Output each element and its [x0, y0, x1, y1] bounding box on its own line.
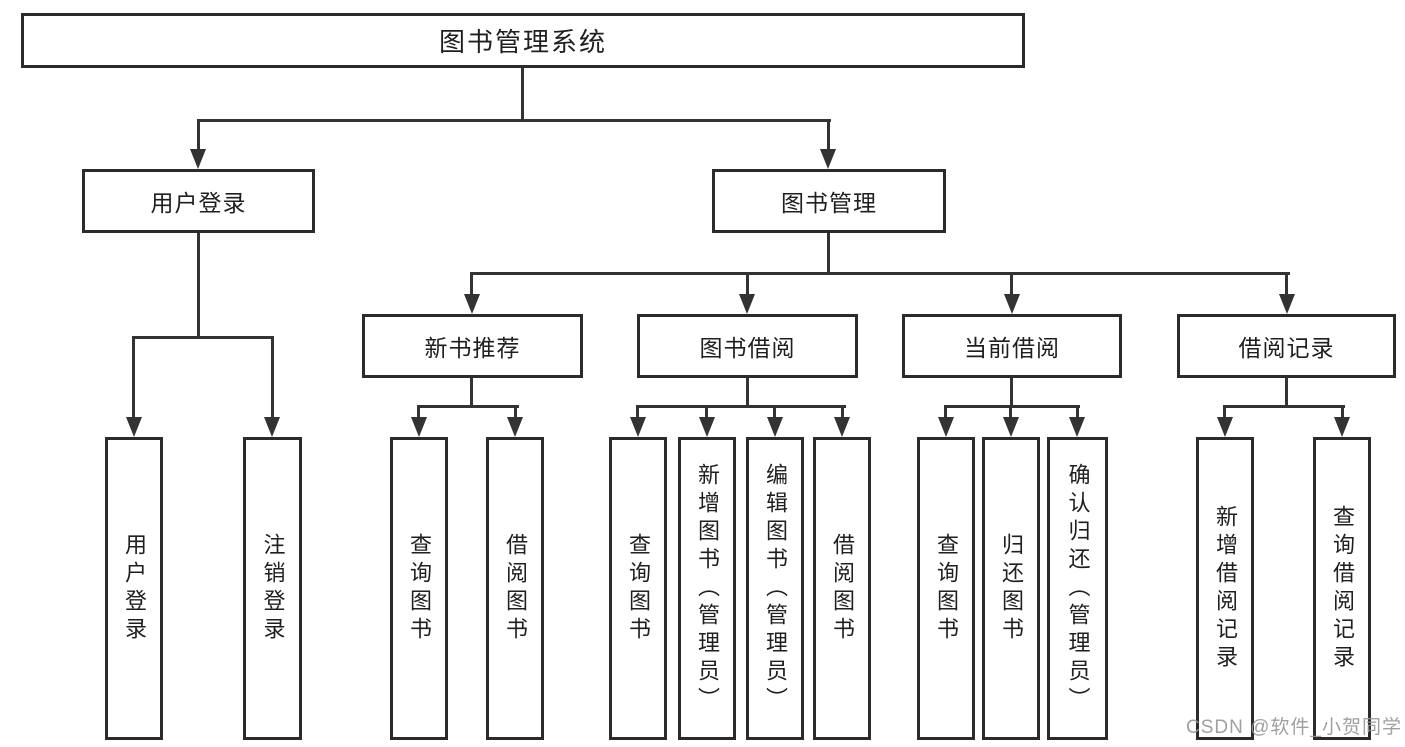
- leaf-query-books-current-label: 查询图书: [934, 532, 959, 645]
- connector-drop-borrow-books: [841, 405, 844, 421]
- arrow-confirm-return-admin: [1069, 417, 1085, 437]
- arrow-edit-books-admin: [767, 417, 783, 437]
- arrow-query-books-borrowing: [630, 417, 646, 437]
- connector-drop-query-borrow-record: [1341, 405, 1344, 421]
- connector-drop-book-management: [827, 119, 830, 153]
- arrow-return-books: [1003, 417, 1019, 437]
- node-book-management: 图书管理: [712, 169, 946, 233]
- connector-drop-leaf-logout: [271, 336, 274, 421]
- arrow-borrow-books-recommend: [507, 417, 523, 437]
- leaf-confirm-return-admin-label: 确认归还（管理员）: [1065, 462, 1091, 715]
- connector-drop-new-book-recommend: [470, 272, 473, 298]
- leaf-query-books-borrowing-label: 查询图书: [626, 532, 651, 645]
- connector-new-book-recommend-stem: [470, 378, 473, 407]
- connector-drop-user-login: [197, 119, 200, 153]
- connector-drop-book-borrowing: [746, 272, 749, 298]
- leaf-confirm-return-admin: 确认归还（管理员）: [1047, 437, 1108, 740]
- arrow-borrow-records: [1279, 294, 1295, 314]
- leaf-return-books: 归还图书: [982, 437, 1040, 740]
- arrow-add-books-admin: [699, 417, 715, 437]
- leaf-add-books-admin: 新增图书（管理员）: [678, 437, 736, 740]
- leaf-user-login-label: 用户登录: [122, 532, 147, 645]
- connector-book-borrowing-stem: [746, 378, 749, 407]
- arrow-add-borrow-record: [1217, 417, 1233, 437]
- node-borrow-records: 借阅记录: [1177, 314, 1396, 378]
- connector-rail-level2: [197, 119, 831, 122]
- leaf-edit-books-admin: 编辑图书（管理员）: [746, 437, 804, 740]
- connector-borrow-records-stem: [1285, 378, 1288, 407]
- leaf-query-books-recommend: 查询图书: [390, 437, 448, 740]
- connector-rail-user-login: [132, 336, 274, 339]
- arrow-new-book-recommend: [464, 294, 480, 314]
- arrow-user-login: [190, 149, 206, 169]
- leaf-query-borrow-record: 查询借阅记录: [1313, 437, 1371, 740]
- leaf-borrow-books-recommend: 借阅图书: [486, 437, 544, 740]
- node-root: 图书管理系统: [21, 13, 1025, 68]
- leaf-query-books-borrowing: 查询图书: [609, 437, 667, 740]
- connector-rail-current-borrowing: [944, 405, 1080, 408]
- connector-user-login-stem: [197, 233, 200, 338]
- leaf-add-borrow-record: 新增借阅记录: [1196, 437, 1254, 740]
- connector-current-borrowing-stem: [1010, 378, 1013, 407]
- node-user-login-label: 用户登录: [150, 190, 247, 216]
- leaf-query-books-current: 查询图书: [917, 437, 975, 740]
- leaf-add-borrow-record-label: 新增借阅记录: [1213, 504, 1238, 673]
- arrow-current-borrowing: [1004, 294, 1020, 314]
- connector-drop-query-books-current: [944, 405, 947, 421]
- connector-drop-add-borrow-record: [1223, 405, 1226, 421]
- arrow-borrow-books: [834, 417, 850, 437]
- node-current-borrowing-label: 当前借阅: [964, 335, 1060, 361]
- arrow-leaf-logout: [264, 417, 280, 437]
- connector-drop-query-books-borrowing: [636, 405, 639, 421]
- arrow-leaf-user-login: [126, 417, 142, 437]
- connector-rail-new-book-recommend: [417, 405, 519, 408]
- connector-rail-level3: [470, 272, 1290, 275]
- node-book-management-label: 图书管理: [781, 190, 877, 216]
- leaf-query-books-recommend-label: 查询图书: [407, 532, 432, 645]
- node-book-borrowing: 图书借阅: [637, 314, 858, 378]
- leaf-return-books-label: 归还图书: [999, 532, 1024, 645]
- connector-rail-borrow-records: [1223, 405, 1345, 408]
- node-current-borrowing: 当前借阅: [902, 314, 1122, 378]
- node-root-label: 图书管理系统: [438, 27, 607, 57]
- connector-drop-current-borrowing: [1010, 272, 1013, 298]
- arrow-query-borrow-record: [1334, 417, 1350, 437]
- leaf-logout-label: 注销登录: [260, 532, 286, 645]
- connector-drop-borrow-records: [1285, 272, 1288, 298]
- connector-drop-add-books-admin: [705, 405, 708, 421]
- leaf-logout: 注销登录: [243, 437, 302, 740]
- arrow-book-management: [820, 149, 836, 169]
- connector-drop-return-books: [1009, 405, 1012, 421]
- node-new-book-recommend: 新书推荐: [362, 314, 583, 378]
- leaf-borrow-books-recommend-label: 借阅图书: [503, 532, 528, 645]
- connector-drop-confirm-return-admin: [1076, 405, 1079, 421]
- connector-root-stem: [521, 68, 524, 121]
- leaf-query-borrow-record-label: 查询借阅记录: [1330, 504, 1355, 673]
- leaf-edit-books-admin-label: 编辑图书（管理员）: [763, 462, 788, 715]
- connector-drop-query-books-recommend: [417, 405, 420, 421]
- arrow-book-borrowing: [739, 294, 755, 314]
- connector-book-management-stem: [827, 233, 830, 274]
- node-new-book-recommend-label: 新书推荐: [424, 335, 521, 361]
- connector-drop-edit-books-admin: [773, 405, 776, 421]
- leaf-borrow-books-label: 借阅图书: [830, 532, 855, 645]
- connector-drop-borrow-books-recommend: [514, 405, 517, 421]
- arrow-query-books-recommend: [411, 417, 427, 437]
- watermark-text: CSDN @软件_小贺同学: [1186, 717, 1402, 738]
- node-book-borrowing-label: 图书借阅: [699, 335, 796, 361]
- node-borrow-records-label: 借阅记录: [1238, 335, 1335, 361]
- leaf-borrow-books: 借阅图书: [813, 437, 871, 740]
- connector-rail-book-borrowing: [636, 405, 846, 408]
- leaf-add-books-admin-label: 新增图书（管理员）: [695, 462, 720, 715]
- connector-drop-leaf-user-login: [132, 336, 135, 421]
- arrow-query-books-current: [938, 417, 954, 437]
- leaf-user-login: 用户登录: [105, 437, 163, 740]
- node-user-login: 用户登录: [82, 169, 315, 233]
